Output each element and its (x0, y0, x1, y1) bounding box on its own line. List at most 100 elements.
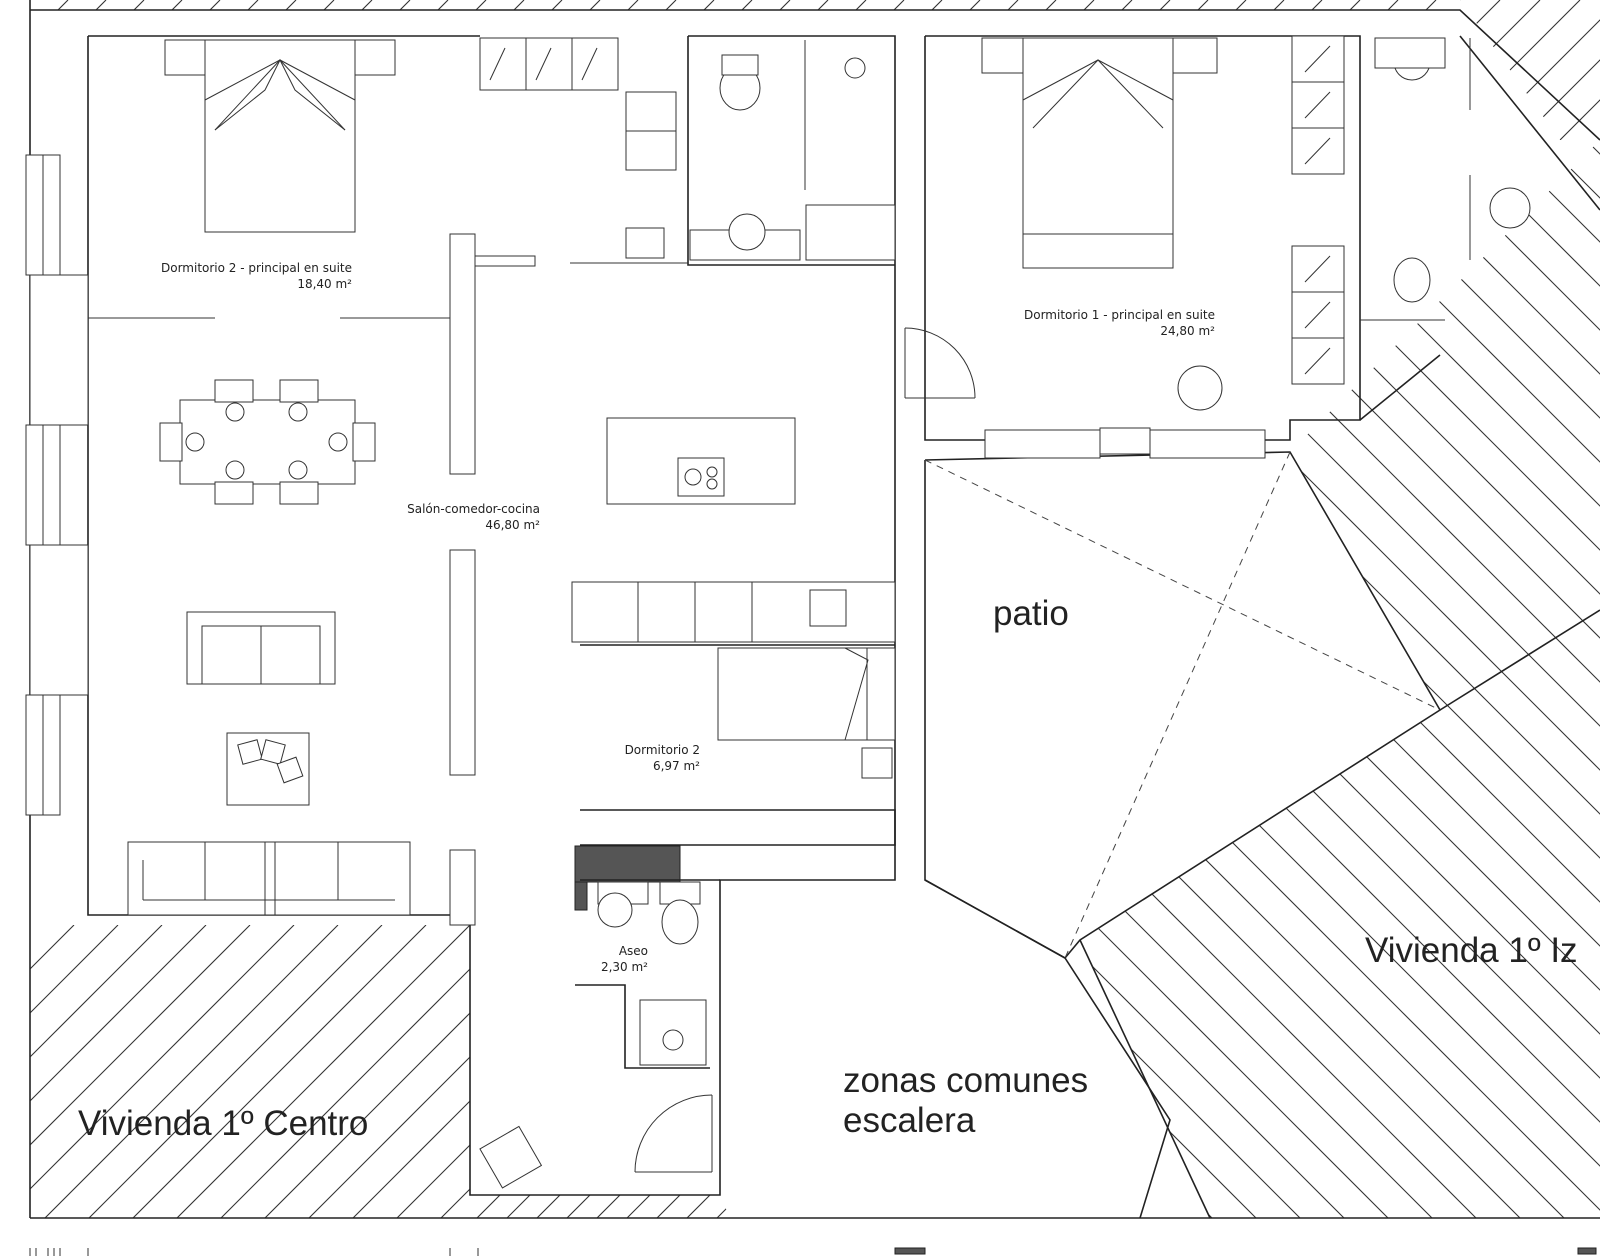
label-dorm1-principal: Dormitorio 1 - principal en suite (1024, 308, 1215, 322)
hatch-line (1425, 0, 1437, 10)
hatch-line (247, 0, 259, 10)
sofa-large (127, 841, 411, 916)
area-aseo: 2,30 m² (601, 960, 648, 974)
hatch-line (566, 1195, 591, 1218)
hatch-line (1159, 0, 1171, 10)
hatch-line (437, 0, 449, 10)
hatch-line (1101, 140, 1600, 1218)
hatch-line (476, 1195, 501, 1218)
hatch-line (1080, 140, 1389, 1218)
hatch-line (57, 0, 69, 10)
hatch-line (1387, 0, 1399, 10)
label-dorm2: Dormitorio 2 (625, 743, 700, 757)
hatch-line (1311, 0, 1323, 10)
coffee-table (226, 732, 310, 806)
hatch-line (171, 0, 183, 10)
dining-table (159, 379, 376, 505)
hatch-line (176, 925, 470, 1218)
entrance-door (634, 1094, 713, 1173)
hatch-line (323, 0, 335, 10)
hatch-line (30, 925, 75, 1218)
label-salon: Salón-comedor-cocina (407, 502, 540, 516)
hatch-line (1277, 140, 1600, 1218)
kitchen-counter (571, 581, 896, 643)
hatch-line (44, 925, 339, 1218)
label-vivienda-centro: Vivienda 1º Centro (78, 1104, 368, 1143)
area-dorm2-principal: 18,40 m² (297, 277, 352, 291)
hatch-line (1197, 0, 1209, 10)
hatch-line (1080, 140, 1600, 1218)
hatch-line (596, 1195, 621, 1218)
sofa-small (186, 611, 336, 685)
hatch-line (779, 0, 791, 10)
hatch-line (1273, 0, 1285, 10)
hatch-line (1080, 140, 1521, 1218)
hatch-line (1080, 140, 1600, 1218)
windows-dorm1 (984, 427, 1266, 459)
hatch-line (1080, 140, 1600, 1218)
hatch-line (1080, 140, 1081, 1218)
hatch-line (440, 925, 470, 1218)
hatch-line (741, 0, 753, 10)
hatch-line (1349, 0, 1361, 10)
hatch-line (30, 925, 119, 1218)
label-escalera: escalera (843, 1101, 976, 1140)
armchair (479, 1125, 543, 1189)
hatch-line (589, 0, 601, 10)
hatch-line (470, 1195, 471, 1218)
hatch-line (475, 0, 487, 10)
label-aseo: Aseo (619, 944, 648, 958)
hatch-line (1080, 140, 1433, 1218)
hatch-line (264, 925, 470, 1218)
hatch-line (893, 0, 905, 10)
label-dorm2-principal: Dormitorio 2 - principal en suite (161, 261, 352, 275)
scale-ticks (29, 1247, 1597, 1256)
bathroom-dorm1 (1177, 37, 1531, 411)
hatch-line (399, 0, 411, 10)
hatch-line (30, 925, 251, 1218)
hatch-line (1235, 0, 1247, 10)
hatch-line (133, 0, 145, 10)
hatch-line (1007, 0, 1019, 10)
hatch-line (132, 925, 427, 1218)
hatch-line (551, 0, 563, 10)
hatch-line (30, 925, 31, 1218)
hatch-line (656, 1195, 681, 1218)
label-zonas-comunes: zonas comunes (843, 1061, 1088, 1100)
hatch-line (665, 0, 677, 10)
hatch-line (817, 0, 829, 10)
hatch-line (1080, 140, 1477, 1218)
hatch-line (1145, 140, 1600, 1218)
hatch-line (1080, 140, 1257, 1218)
hatch-line (95, 0, 107, 10)
hatch-line (716, 1195, 730, 1218)
hatch-line (30, 925, 163, 1218)
hatch-line (1189, 140, 1600, 1218)
hatch-line (30, 0, 31, 10)
area-dorm1-principal: 24,80 m² (1160, 324, 1215, 338)
hatch-line (931, 0, 943, 10)
wardrobe-dorm1 (1291, 35, 1345, 385)
hatch-line (1559, 0, 1600, 140)
hatch-line (285, 0, 297, 10)
hatch-line (1121, 0, 1133, 10)
hatch-line (1479, 0, 1600, 140)
hatch-line (969, 0, 981, 10)
hatch-line (1083, 0, 1095, 10)
hatch-line (220, 925, 470, 1218)
hatch-line (396, 925, 470, 1218)
bathroom-dorm2 (625, 36, 896, 266)
hatch-line (352, 925, 470, 1218)
hatch-line (1464, 0, 1474, 10)
hatch-line (626, 1195, 651, 1218)
hatch-top-right (1460, 0, 1600, 140)
hatch-line (529, 925, 822, 1218)
hatch-vivienda-centro (30, 925, 822, 1218)
hatch-line (30, 925, 207, 1218)
hatch-bottom-strip (470, 1195, 730, 1218)
bed-dorm1-principal (981, 37, 1218, 269)
hatch-line (855, 0, 867, 10)
hatch-line (686, 1195, 711, 1218)
hatch-line (1080, 140, 1565, 1218)
hatch-line (1321, 140, 1600, 1218)
